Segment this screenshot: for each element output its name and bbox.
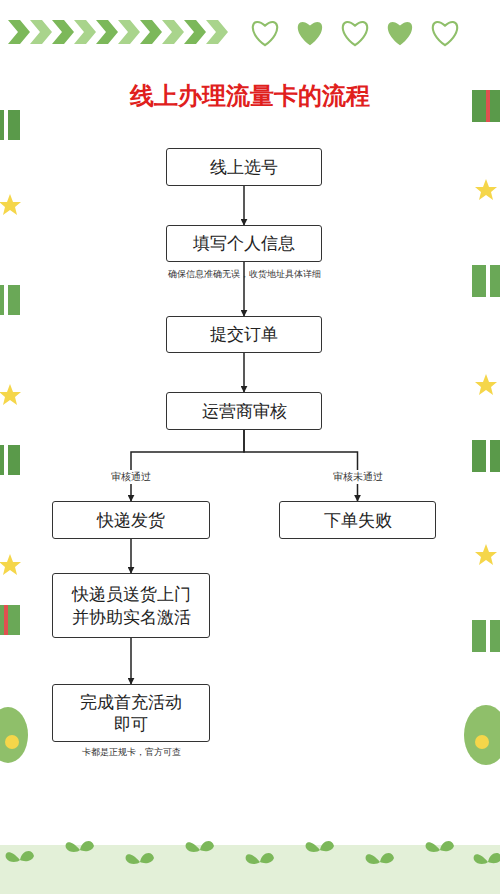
chevron <box>8 20 30 44</box>
gift-box <box>0 605 20 635</box>
gift-ribbon <box>4 110 8 140</box>
gift-ribbon <box>4 285 8 315</box>
flow-arrow <box>130 638 132 684</box>
sprout <box>6 851 34 862</box>
bean-body <box>464 705 500 765</box>
node-text: 填写个人信息 <box>193 232 295 254</box>
terminal-box: 完成首充活动 即可 <box>52 684 210 742</box>
note-text: 卡都是正规卡，官方可查 <box>82 746 181 759</box>
node-text: 快递员送货上门 并协助实名激活 <box>69 583 194 627</box>
flow-arrow <box>244 430 358 501</box>
gift-ribbon <box>4 445 8 475</box>
gift-box <box>472 440 500 472</box>
heart <box>433 22 457 45</box>
flow-arrow <box>131 430 244 501</box>
heart <box>298 22 322 45</box>
process-box: 提交订单 <box>166 316 322 353</box>
bean-body <box>0 707 28 763</box>
star <box>0 384 21 405</box>
gift-box <box>472 265 500 297</box>
chevron <box>74 20 96 44</box>
process-box: 填写个人信息 <box>166 225 322 262</box>
node-text: 完成首充活动 即可 <box>69 691 194 735</box>
sprout <box>306 841 334 852</box>
process-box: 运营商审核 <box>166 392 322 430</box>
diagram-title: 线上办理流量卡的流程 <box>0 80 500 112</box>
sprout <box>126 853 154 864</box>
stars <box>0 179 497 575</box>
chevron-strip <box>8 20 228 44</box>
bean-face <box>5 735 19 749</box>
chevron <box>52 20 74 44</box>
gift-ribbon <box>486 90 490 122</box>
gift-box <box>472 90 500 122</box>
node-text: 线上选号 <box>210 156 278 178</box>
gift-ribbon <box>486 440 490 472</box>
node-text: 运营商审核 <box>202 400 287 422</box>
sprout <box>426 841 454 852</box>
node-text: 快递发货 <box>97 509 165 531</box>
gift-box <box>0 285 20 315</box>
chevron <box>96 20 118 44</box>
ground-band <box>0 845 500 894</box>
sprout <box>246 853 274 864</box>
star <box>475 374 497 395</box>
sprout <box>186 841 214 852</box>
chevron <box>162 20 184 44</box>
heart <box>388 22 412 45</box>
gift-box <box>0 445 20 475</box>
sprout <box>366 853 394 864</box>
chevron <box>206 20 228 44</box>
star <box>0 554 21 575</box>
flow-arrow <box>243 353 245 392</box>
chevron <box>140 20 162 44</box>
sprout <box>66 841 94 852</box>
star <box>0 194 21 215</box>
edge-label: 审核未通过 <box>331 470 385 484</box>
gift-ribbon <box>486 620 490 652</box>
chevron <box>30 20 52 44</box>
sprout-row <box>6 841 500 864</box>
note-text: 确保信息准确无误，收货地址具体详细 <box>168 268 321 281</box>
gift-ribbon <box>4 605 8 635</box>
star <box>475 179 497 200</box>
flow-arrow <box>243 186 245 225</box>
chevron <box>118 20 140 44</box>
process-box: 快递发货 <box>52 501 210 539</box>
process-box: 快递员送货上门 并协助实名激活 <box>52 573 210 638</box>
gift-box <box>0 110 20 140</box>
heart <box>343 22 367 45</box>
chevron <box>184 20 206 44</box>
process-box: 线上选号 <box>166 148 322 186</box>
node-text: 下单失败 <box>324 509 392 531</box>
gift-boxes <box>0 90 500 652</box>
terminal-box: 下单失败 <box>279 501 436 539</box>
gift-box <box>472 620 500 652</box>
flow-arrow <box>130 539 132 573</box>
heart-row <box>253 22 457 45</box>
sprout <box>474 853 500 864</box>
node-text: 提交订单 <box>210 323 278 345</box>
heart <box>253 22 277 45</box>
bean-face <box>475 735 489 749</box>
edge-label: 审核通过 <box>109 470 153 484</box>
star <box>475 544 497 565</box>
gift-ribbon <box>486 265 490 297</box>
